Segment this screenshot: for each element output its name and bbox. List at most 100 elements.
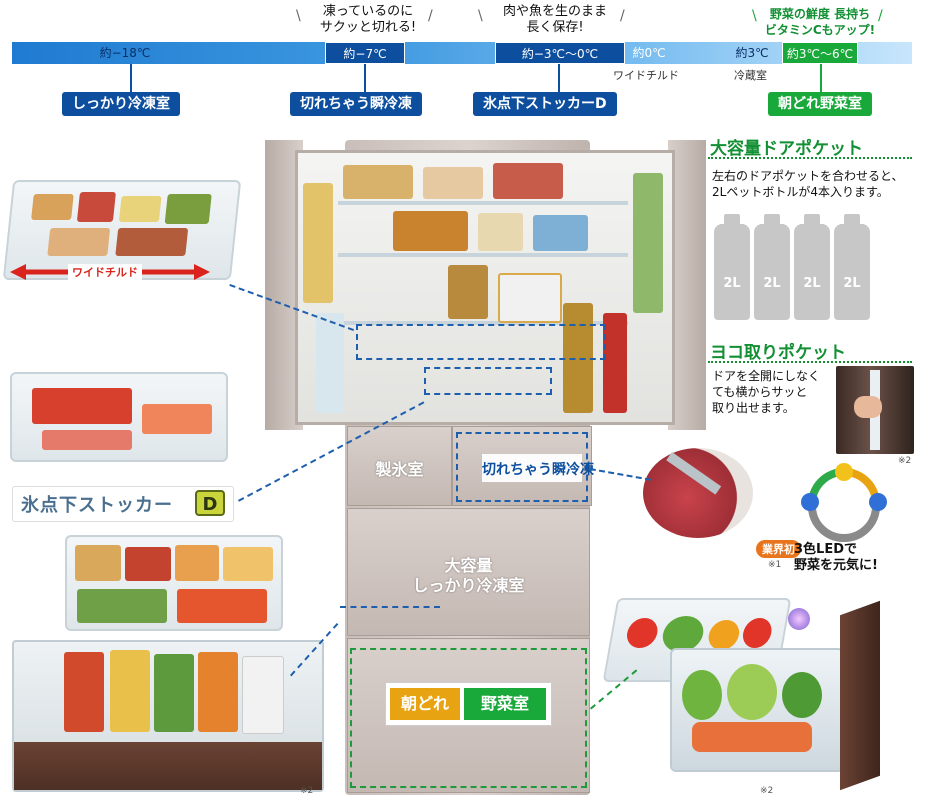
food-item [659,616,707,652]
callout-stocker: 肉や魚を生のまま 長く保存! [494,4,616,36]
temp-segment-vegetable: 約3℃〜6℃ [782,42,858,64]
stocker-logo: 氷点下ストッカー D [12,486,234,522]
food-item [64,652,104,732]
bottle-label: 2L [763,276,781,291]
callout-mark-left: \ [478,8,483,24]
food-item [118,196,162,222]
food-item [77,589,167,623]
food-item [393,211,468,251]
temp-segment-stocker: 約−3℃〜0℃ [495,42,625,64]
sublabel-wide-chilled: ワイドチルド [613,69,679,82]
shelf [338,253,628,257]
vegetable-logo-part1: 朝どれ [390,688,460,720]
bottle-cap [764,214,780,226]
food-item [223,547,273,581]
callout-mark-left: \ [296,8,301,24]
callout-vegetable: 野菜の鮮度 長持ち ビタミンCもアップ! [764,6,876,38]
food-item [316,313,344,413]
side-pocket-text-line1: ドアを全開にしなく [712,369,821,383]
callout-mark-right: / [428,8,433,24]
note-led: ※1 [768,560,782,570]
callout-mark-right: / [878,8,883,24]
instant-freeze-label-bg [482,454,582,482]
led-text: 3色LEDで 野菜を元気に! [794,542,878,574]
note-side-pocket: ※2 [898,456,912,466]
fridge-interior [295,150,675,425]
freezer-lower-drawer-image [12,640,324,792]
food-item [498,273,562,323]
callout-mark-right: / [620,8,625,24]
door-pocket-text: 左右のドアポケットを合わせると、2Lペットボトルが4本入ります。 [712,169,904,199]
label-vegetable: 朝どれ野菜室 [768,92,872,116]
stocker-logo-letter: D [195,490,225,516]
bottle-label: 2L [843,276,861,291]
callout-vegetable-line2: ビタミンCもアップ! [764,23,876,37]
food-item [493,163,563,199]
temperature-bar [12,42,912,64]
vegetable-highlight [350,648,587,788]
temp-segment-refrigerator: 約3℃ [735,46,769,60]
side-pocket-text-line2: ても横からサッと [712,385,808,399]
food-item [42,430,132,450]
drawer-front [14,742,322,790]
food-item [177,589,267,623]
food-item [423,167,483,199]
cut-meat-photo [643,448,753,538]
connector-vegetable [820,64,822,92]
ice-room-drawer[interactable] [347,426,452,506]
side-pocket-text-line3: 取り出せます。 [712,401,795,415]
shelf [338,321,628,325]
food-item [31,194,74,220]
bottle-2l-icon: 2L [834,224,870,320]
wide-chilled-highlight [356,324,606,360]
food-item [782,672,822,718]
freezer-upper-tray-image [65,535,283,631]
bottle-label: 2L [803,276,821,291]
food-item [727,664,777,720]
side-pocket-divider [708,361,912,363]
door-pocket-divider [708,157,912,159]
led-light-icon [788,608,810,630]
food-item [448,265,488,319]
led-cycle-icon [801,463,887,542]
vegetable-logo: 朝どれ 野菜室 [385,682,552,726]
stocker-highlight [424,367,552,395]
food-item [303,183,333,303]
callout-stocker-line1: 肉や魚を生のまま [502,4,607,19]
food-item [154,654,194,732]
side-pocket-photo [836,366,914,454]
food-item [142,404,212,434]
temp-segment-instant-freeze: 約−7℃ [325,42,405,64]
hand-graphic [854,396,882,418]
food-item [603,313,627,413]
vegetable-logo-part2: 野菜室 [464,688,546,720]
shelf [338,201,628,205]
freezer-label: 大容量 しっかり冷凍室 [347,556,590,596]
connector-freezer-h [340,606,440,608]
industry-first-badge: 業界初 [756,540,801,558]
note-bottom-left: ※2 [300,786,314,796]
food-item [76,192,116,222]
food-item [624,618,660,648]
connector-instant-freeze [364,64,366,92]
side-pocket-text: ドアを全開にしなく ても横からサッと 取り出せます。 [712,368,832,416]
callout-mark-left: \ [752,8,757,24]
freezer-drawer[interactable] [347,508,590,636]
food-item [175,545,219,581]
callout-instant-freeze-line2: サクッと切れる! [319,20,417,35]
food-item [242,656,284,734]
stocker-logo-text: 氷点下ストッカー [21,495,173,516]
food-item [164,194,212,224]
note-bottom-right: ※2 [760,786,774,796]
food-item [75,545,121,581]
food-item [692,722,812,752]
wide-chilled-caption: ワイドチルド [68,264,142,280]
bottle-cap [844,214,860,226]
callout-instant-freeze-line1: 凍っているのに [322,4,414,19]
sublabel-refrigerator: 冷蔵室 [734,69,767,82]
instant-freeze-label: 切れちゃう瞬冷凍 [482,462,594,478]
food-item [32,388,132,424]
food-item [47,228,111,256]
label-instant-freeze: 切れちゃう瞬冷凍 [290,92,422,116]
vegetable-drawer-photo [600,578,920,791]
